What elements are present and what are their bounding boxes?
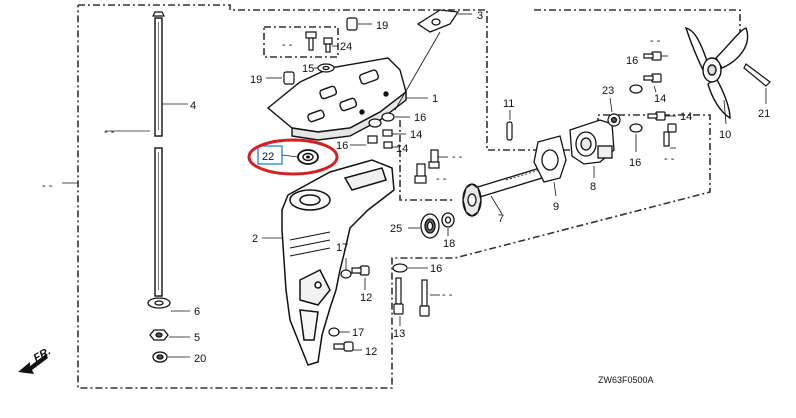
gear-case bbox=[262, 159, 395, 366]
dash-label-6: - - bbox=[650, 35, 661, 47]
callout-9: 9 bbox=[553, 201, 559, 213]
callout-8: 8 bbox=[590, 181, 596, 193]
propeller-10 bbox=[684, 27, 749, 125]
callout-13: 13 bbox=[393, 328, 405, 340]
top-plate bbox=[394, 9, 472, 111]
dash-label-7: - - bbox=[664, 153, 675, 165]
assembly-frames bbox=[77, 4, 741, 389]
callout-16e: 16 bbox=[629, 157, 641, 169]
callout-12b: 12 bbox=[365, 346, 377, 358]
callout-23: 23 bbox=[602, 85, 614, 97]
housing-bolts bbox=[414, 149, 448, 184]
callout-17a: 17 bbox=[336, 242, 348, 254]
inner-frame bbox=[399, 120, 452, 201]
callout-2: 2 bbox=[252, 233, 258, 245]
callout-16c: 16 bbox=[430, 263, 442, 275]
propeller-shaft bbox=[462, 167, 543, 217]
propeller-bolts bbox=[643, 51, 677, 149]
callout-5: 5 bbox=[194, 332, 200, 344]
callout-10: 10 bbox=[719, 129, 731, 141]
callout-4: 4 bbox=[190, 100, 196, 112]
drive-shaft bbox=[152, 11, 188, 297]
gasket-9 bbox=[533, 135, 567, 197]
drive-frame bbox=[534, 9, 741, 44]
kit-frame bbox=[263, 26, 339, 58]
callout-3: 3 bbox=[477, 10, 483, 22]
dash-label-1: - - bbox=[104, 126, 115, 138]
callout-16d: 16 bbox=[626, 55, 638, 67]
case-fasteners bbox=[328, 258, 370, 352]
callout-16b: 16 bbox=[336, 140, 348, 152]
callout-16a: 16 bbox=[414, 112, 426, 124]
callout-11: 11 bbox=[503, 98, 514, 110]
callout-19b: 19 bbox=[250, 74, 262, 86]
callout-24: 24 bbox=[340, 41, 352, 53]
dash-labels: - - - - - - - - - - - - - - - - bbox=[42, 35, 675, 301]
direction-indicator: FR. bbox=[32, 345, 53, 364]
callout-14d: 14 bbox=[680, 111, 692, 123]
cotter-pin-21 bbox=[743, 63, 771, 104]
seal-22 bbox=[297, 149, 319, 165]
callout-22: 22 bbox=[262, 151, 274, 163]
callout-14a: 14 bbox=[410, 129, 422, 141]
callout-15: 15 bbox=[302, 63, 314, 75]
callout-7: 7 bbox=[498, 213, 504, 225]
callout-12a: 12 bbox=[360, 292, 372, 304]
callout-6: 6 bbox=[194, 306, 200, 318]
callout-25: 25 bbox=[390, 223, 402, 235]
mount-plate bbox=[266, 57, 428, 141]
dash-label-8: - - bbox=[436, 173, 447, 185]
callout-20: 20 bbox=[194, 353, 206, 365]
callout-1: 1 bbox=[432, 93, 438, 105]
callout-19a: 19 bbox=[376, 20, 388, 32]
callout-14c: 14 bbox=[654, 93, 666, 105]
dash-label-2: - - bbox=[42, 180, 53, 192]
bearing-25 bbox=[408, 212, 455, 239]
holder-hardware bbox=[607, 84, 643, 152]
callout-14b: 14 bbox=[396, 143, 408, 155]
highlight-ring-22 bbox=[247, 138, 339, 176]
callout-labels: 1 2 3 4 5 6 7 8 9 10 11 12 12 13 14 14 1… bbox=[190, 10, 770, 365]
dash-label-4: - - bbox=[452, 151, 463, 163]
reference-code: ZW63F0500A bbox=[598, 375, 654, 385]
callout-17b: 17 bbox=[352, 327, 364, 339]
mount-hardware bbox=[266, 17, 372, 85]
callout-18: 18 bbox=[443, 238, 455, 250]
pin-11 bbox=[506, 110, 513, 141]
plate-fasteners bbox=[350, 112, 410, 149]
dash-label-3: - - bbox=[282, 39, 293, 51]
callout-21: 21 bbox=[758, 108, 770, 120]
dash-label-5: - - bbox=[442, 289, 453, 301]
fr-arrow-icon bbox=[18, 354, 48, 374]
shaft-hardware bbox=[147, 297, 190, 363]
bearing-holder-8 bbox=[569, 119, 615, 178]
long-bolts bbox=[392, 263, 440, 326]
